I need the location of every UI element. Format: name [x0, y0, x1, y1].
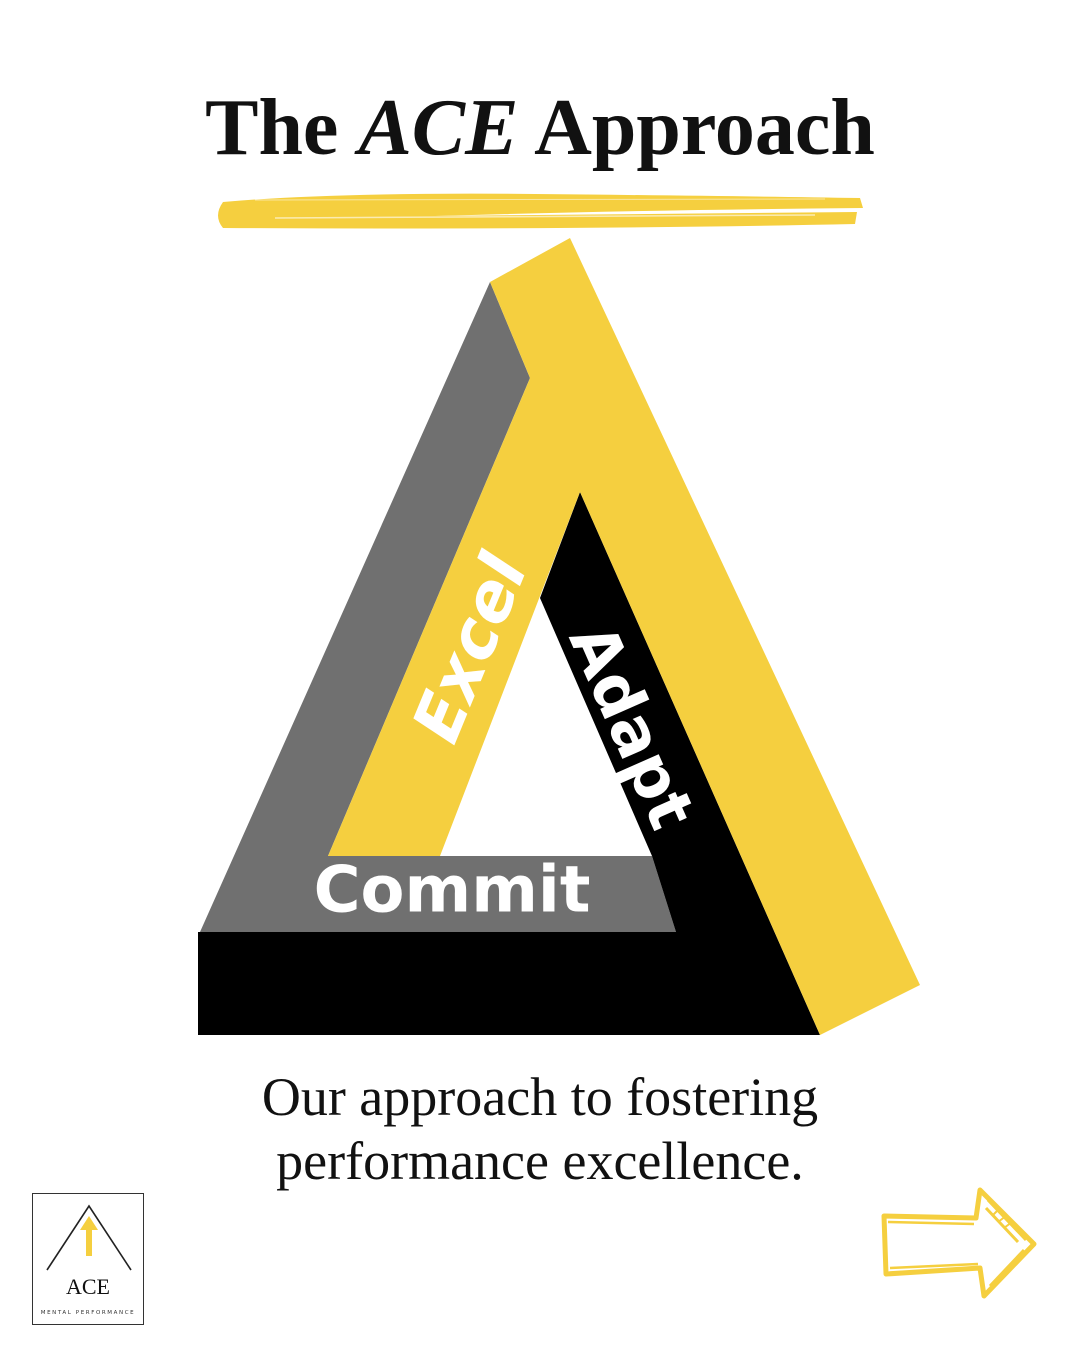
title-suffix: Approach: [518, 84, 875, 172]
ace-logo: ACE MENTAL PERFORMANCE: [32, 1193, 144, 1325]
commit-label: Commit: [314, 854, 591, 928]
logo-name: ACE: [66, 1274, 110, 1299]
up-arrow-icon: [80, 1216, 98, 1256]
title-emphasis: ACE: [358, 84, 519, 172]
excel-side-shape: [328, 238, 920, 1035]
ace-triangle-diagram: Excel Adapt Commit: [198, 238, 920, 1035]
page-title: The ACE Approach: [0, 88, 1080, 168]
title-prefix: The: [205, 84, 359, 172]
right-arrow-icon[interactable]: [878, 1186, 1040, 1302]
commit-side-shape: [200, 282, 676, 932]
adapt-side-shape: [198, 492, 820, 1035]
brush-underline: [218, 193, 863, 229]
tagline: Our approach to fostering performance ex…: [0, 1066, 1080, 1193]
logo-mark: [46, 1204, 132, 1271]
tagline-line-1: Our approach to fostering: [261, 1067, 819, 1127]
logo-subtitle: MENTAL PERFORMANCE: [40, 1310, 136, 1316]
tagline-line-2: performance excellence.: [276, 1130, 804, 1191]
